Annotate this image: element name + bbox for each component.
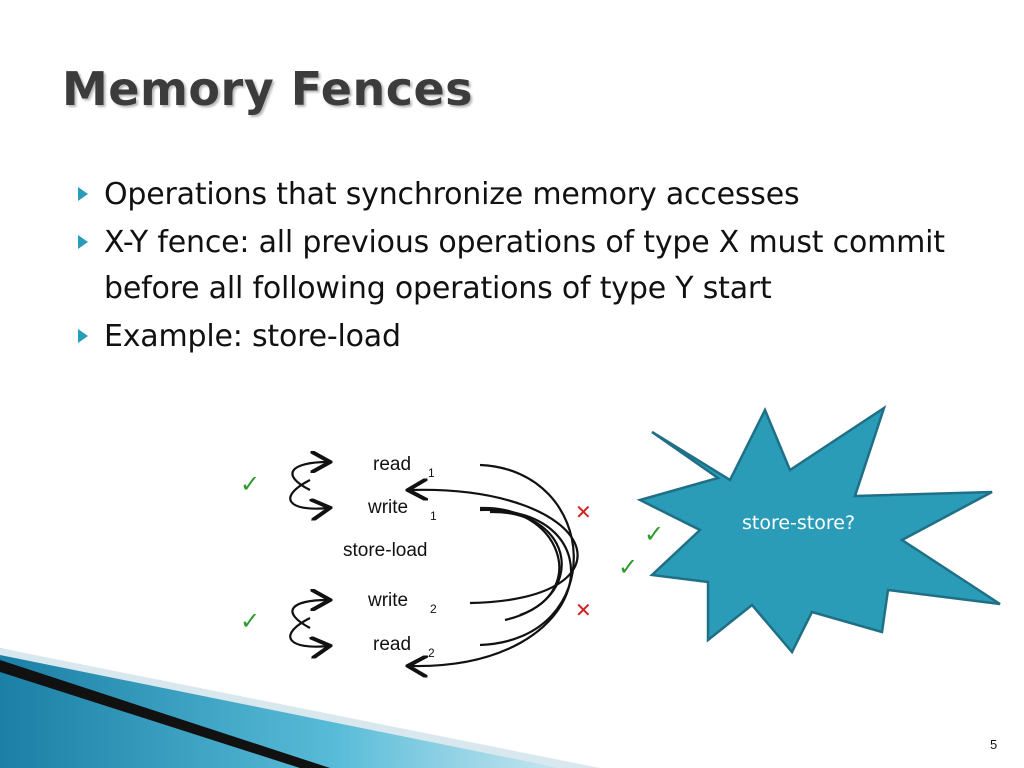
check-mark-icon: ✓ bbox=[644, 520, 665, 548]
swap-arrow-lower-to-read2 bbox=[289, 617, 328, 647]
arrow-write1-to-write2 bbox=[489, 510, 563, 622]
cross-mark-icon: ✕ bbox=[575, 500, 592, 524]
page-number: 5 bbox=[990, 737, 998, 752]
check-mark-icon: ✓ bbox=[240, 470, 261, 498]
check-mark-icon: ✓ bbox=[618, 553, 639, 581]
arrow-write2-to-write1 bbox=[410, 490, 579, 605]
check-mark-icon: ✓ bbox=[240, 607, 261, 635]
bullet-arrow-icon bbox=[78, 329, 88, 343]
bullet-arrow-icon bbox=[78, 187, 88, 201]
bullet-text: Operations that synchronize memory acces… bbox=[104, 177, 800, 212]
slide-title: Memory Fences bbox=[62, 62, 474, 116]
bullet-text: X-Y fence: all previous operations of ty… bbox=[104, 225, 945, 306]
bullet-item: Example: store-load bbox=[78, 314, 978, 360]
label-store-load-fence: store-load bbox=[343, 540, 428, 561]
arrow-read1-to-read2 bbox=[479, 463, 575, 647]
bullet-item: Operations that synchronize memory acces… bbox=[78, 172, 978, 218]
bullet-text: Example: store-load bbox=[104, 319, 401, 354]
bullet-item: X-Y fence: all previous operations of ty… bbox=[78, 220, 978, 312]
arrow-write1-to-read2-cross bbox=[410, 508, 573, 666]
cross-mark-icon: ✕ bbox=[575, 598, 592, 622]
bullet-list: Operations that synchronize memory acces… bbox=[78, 172, 978, 362]
bullet-arrow-icon bbox=[78, 235, 88, 249]
swap-arrow-upper-to-write1 bbox=[289, 479, 328, 509]
starburst-callout-text: store-store? bbox=[742, 512, 856, 534]
